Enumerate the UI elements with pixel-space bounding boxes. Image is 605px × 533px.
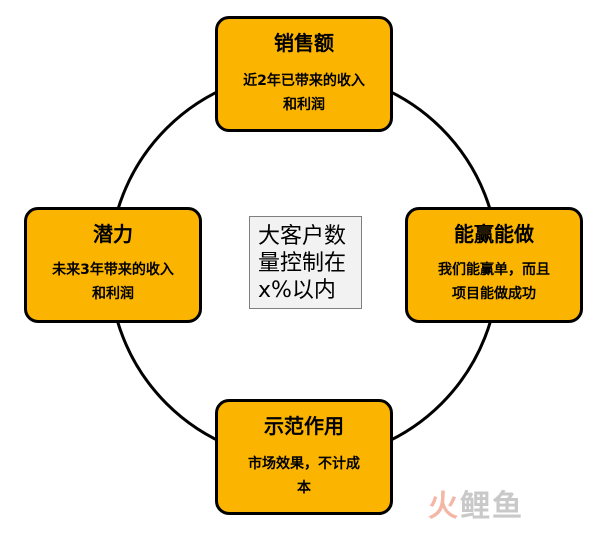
node-demonstration-desc-line2: 本 (297, 480, 311, 496)
node-demonstration-title: 示范作用 (264, 414, 344, 438)
center-line2: 量控制在 (258, 251, 347, 276)
node-demonstration: 示范作用 市场效果，不计成 本 (215, 399, 393, 515)
node-can-win: 能赢能做 我们能赢单，而且 项目能做成功 (405, 207, 583, 323)
node-potential-desc-line2: 和利润 (92, 286, 134, 302)
node-can-win-desc-line1: 我们能赢单，而且 (438, 262, 550, 278)
watermark-part2: 鲤鱼 (460, 489, 524, 524)
node-sales-desc-line1: 近2年已带来的收入 (243, 73, 365, 89)
node-sales-desc-line2: 和利润 (283, 97, 325, 113)
node-can-win-desc-line2: 项目能做成功 (452, 286, 536, 302)
node-potential-title: 潜力 (93, 222, 133, 246)
node-sales: 销售额 近2年已带来的收入 和利润 (215, 16, 393, 132)
center-line3: x%以内 (258, 278, 336, 303)
node-demonstration-desc-line1: 市场效果，不计成 (248, 456, 360, 472)
center-label-box: 大客户数 量控制在 x%以内 (249, 216, 362, 309)
watermark-part1: 火 (428, 489, 460, 524)
node-potential: 潜力 未来3年带来的收入 和利润 (24, 207, 202, 323)
node-potential-desc-line1: 未来3年带来的收入 (52, 262, 174, 278)
node-can-win-title: 能赢能做 (454, 222, 534, 246)
node-sales-title: 销售额 (274, 31, 334, 55)
watermark-logo: 火鲤鱼 (428, 489, 524, 525)
center-line1: 大客户数 (258, 224, 347, 249)
